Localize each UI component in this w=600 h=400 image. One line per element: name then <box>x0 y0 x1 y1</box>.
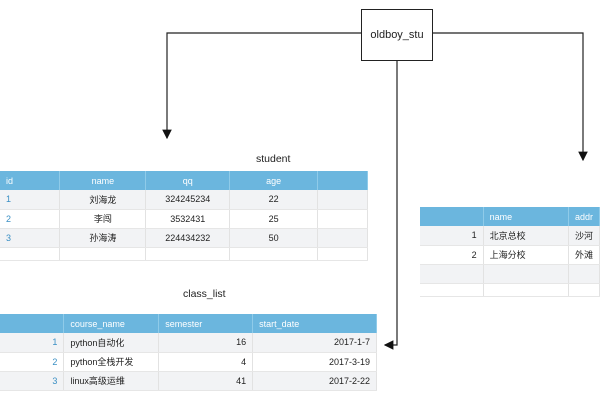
student-cell-name: 刘海龙 <box>59 190 147 210</box>
student-header-empty <box>317 171 368 190</box>
school-header-id <box>420 207 484 226</box>
student-cell-qq: 224434232 <box>145 228 231 248</box>
table-row: 2 李闯 3532431 25 <box>0 209 368 229</box>
class-list-cell-course-name: python全栈开发 <box>63 352 160 372</box>
student-cell-id: 1 <box>0 190 61 210</box>
school-cell-addr: 外滩 <box>568 245 600 265</box>
arrow-to-class-list <box>383 61 398 350</box>
table-row: 2 python全栈开发 4 2017-3-19 <box>0 352 377 372</box>
school-header-name: name <box>483 207 569 226</box>
table-row: 3 孙海涛 224434232 50 <box>0 228 368 248</box>
class-list-cell-id: 1 <box>0 333 65 353</box>
table-row-empty <box>420 283 600 297</box>
class-list-cell-course-name: python自动化 <box>63 333 160 353</box>
table-row: 1 北京总校 沙河 <box>420 226 600 246</box>
student-header-row: id name qq age <box>0 171 368 190</box>
student-cell-empty <box>317 190 368 210</box>
school-cell-id: 1 <box>420 226 484 246</box>
student-cell-id: 3 <box>0 228 61 248</box>
class-list-table: course_name semester start_date 1 python… <box>0 314 377 391</box>
class-list-header-semester: semester <box>158 314 254 333</box>
database-node: oldboy_stu <box>361 9 433 61</box>
class-list-header-start-date: start_date <box>252 314 377 333</box>
student-cell-id: 2 <box>0 209 61 229</box>
student-cell-age: 22 <box>229 190 319 210</box>
table-row-empty <box>420 264 600 284</box>
table-row: 3 linux高级运维 41 2017-2-22 <box>0 371 377 391</box>
table-row-empty <box>0 247 368 261</box>
class-list-cell-id: 3 <box>0 371 65 391</box>
school-header-addr: addr <box>568 207 600 226</box>
school-cell-id: 2 <box>420 245 484 265</box>
student-cell-age: 25 <box>229 209 319 229</box>
student-table-title: student <box>256 153 291 165</box>
student-header-qq: qq <box>145 171 231 190</box>
arrow-to-student <box>162 32 361 140</box>
school-header-row: name addr <box>420 207 600 226</box>
student-cell-empty <box>317 228 368 248</box>
student-table: id name qq age 1 刘海龙 324245234 22 2 李闯 3… <box>0 171 368 261</box>
student-cell-name: 孙海涛 <box>59 228 147 248</box>
table-row: 2 上海分校 外滩 <box>420 245 600 265</box>
class-list-cell-semester: 16 <box>158 333 254 353</box>
student-cell-empty <box>317 209 368 229</box>
class-list-table-title: class_list <box>183 288 226 300</box>
class-list-cell-start-date: 2017-2-22 <box>252 371 377 391</box>
arrow-to-school <box>433 32 588 162</box>
student-cell-qq: 3532431 <box>145 209 231 229</box>
class-list-cell-id: 2 <box>0 352 65 372</box>
class-list-header-row: course_name semester start_date <box>0 314 377 333</box>
table-row: 1 刘海龙 324245234 22 <box>0 190 368 210</box>
school-cell-name: 上海分校 <box>483 245 569 265</box>
table-row: 1 python自动化 16 2017-1-7 <box>0 333 377 353</box>
school-table: name addr 1 北京总校 沙河 2 上海分校 外滩 <box>420 207 600 297</box>
student-cell-name: 李闯 <box>59 209 147 229</box>
class-list-cell-start-date: 2017-3-19 <box>252 352 377 372</box>
student-cell-age: 50 <box>229 228 319 248</box>
student-header-name: name <box>59 171 147 190</box>
school-cell-name: 北京总校 <box>483 226 569 246</box>
student-header-id: id <box>0 171 61 190</box>
class-list-cell-semester: 4 <box>158 352 254 372</box>
class-list-cell-course-name: linux高级运维 <box>63 371 160 391</box>
class-list-header-id <box>0 314 65 333</box>
school-cell-addr: 沙河 <box>568 226 600 246</box>
class-list-header-course-name: course_name <box>63 314 160 333</box>
class-list-cell-start-date: 2017-1-7 <box>252 333 377 353</box>
student-header-age: age <box>229 171 319 190</box>
class-list-cell-semester: 41 <box>158 371 254 391</box>
student-cell-qq: 324245234 <box>145 190 231 210</box>
database-label: oldboy_stu <box>370 29 424 41</box>
